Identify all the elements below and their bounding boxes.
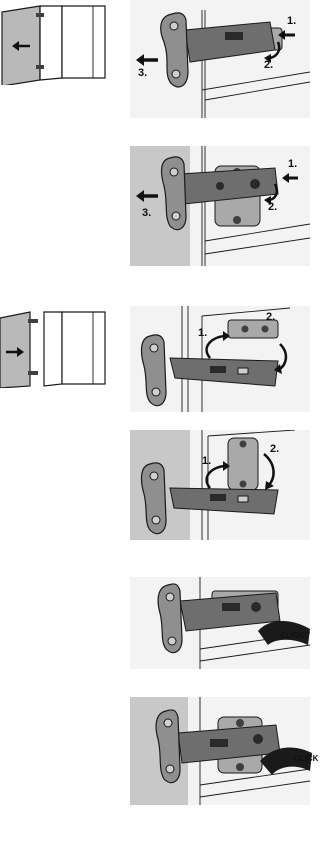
- label-step-3: 3.: [142, 207, 151, 219]
- label-step-1: 1.: [287, 15, 296, 27]
- cabinet-door-attach-icon: [0, 311, 106, 388]
- hinge-attach-step-1: 1. 2.: [130, 306, 310, 412]
- label-step-3: 3.: [138, 67, 147, 79]
- hinge-attach-step-3: CLICK!: [130, 577, 311, 669]
- click-label: CLICK!: [280, 631, 307, 640]
- label-step-1: 1.: [288, 158, 297, 170]
- hinge-removal-step-2: 1. 2. 3.: [130, 146, 310, 266]
- label-step-2: 2.: [270, 443, 279, 455]
- cabinet-door-removal-icon: [1, 5, 106, 85]
- label-step-2: 2.: [264, 59, 273, 71]
- hinge-attach-step-4: CLICK: [130, 697, 319, 805]
- label-step-2: 2.: [268, 201, 277, 213]
- hinge-attach-step-2: 1. 2.: [130, 430, 310, 540]
- label-step-1: 1.: [198, 327, 207, 339]
- click-label: CLICK: [294, 754, 319, 763]
- hinge-removal-step-1: 1. 2. 3.: [130, 0, 310, 118]
- label-step-1: 1.: [202, 455, 211, 467]
- label-step-2: 2.: [266, 311, 275, 323]
